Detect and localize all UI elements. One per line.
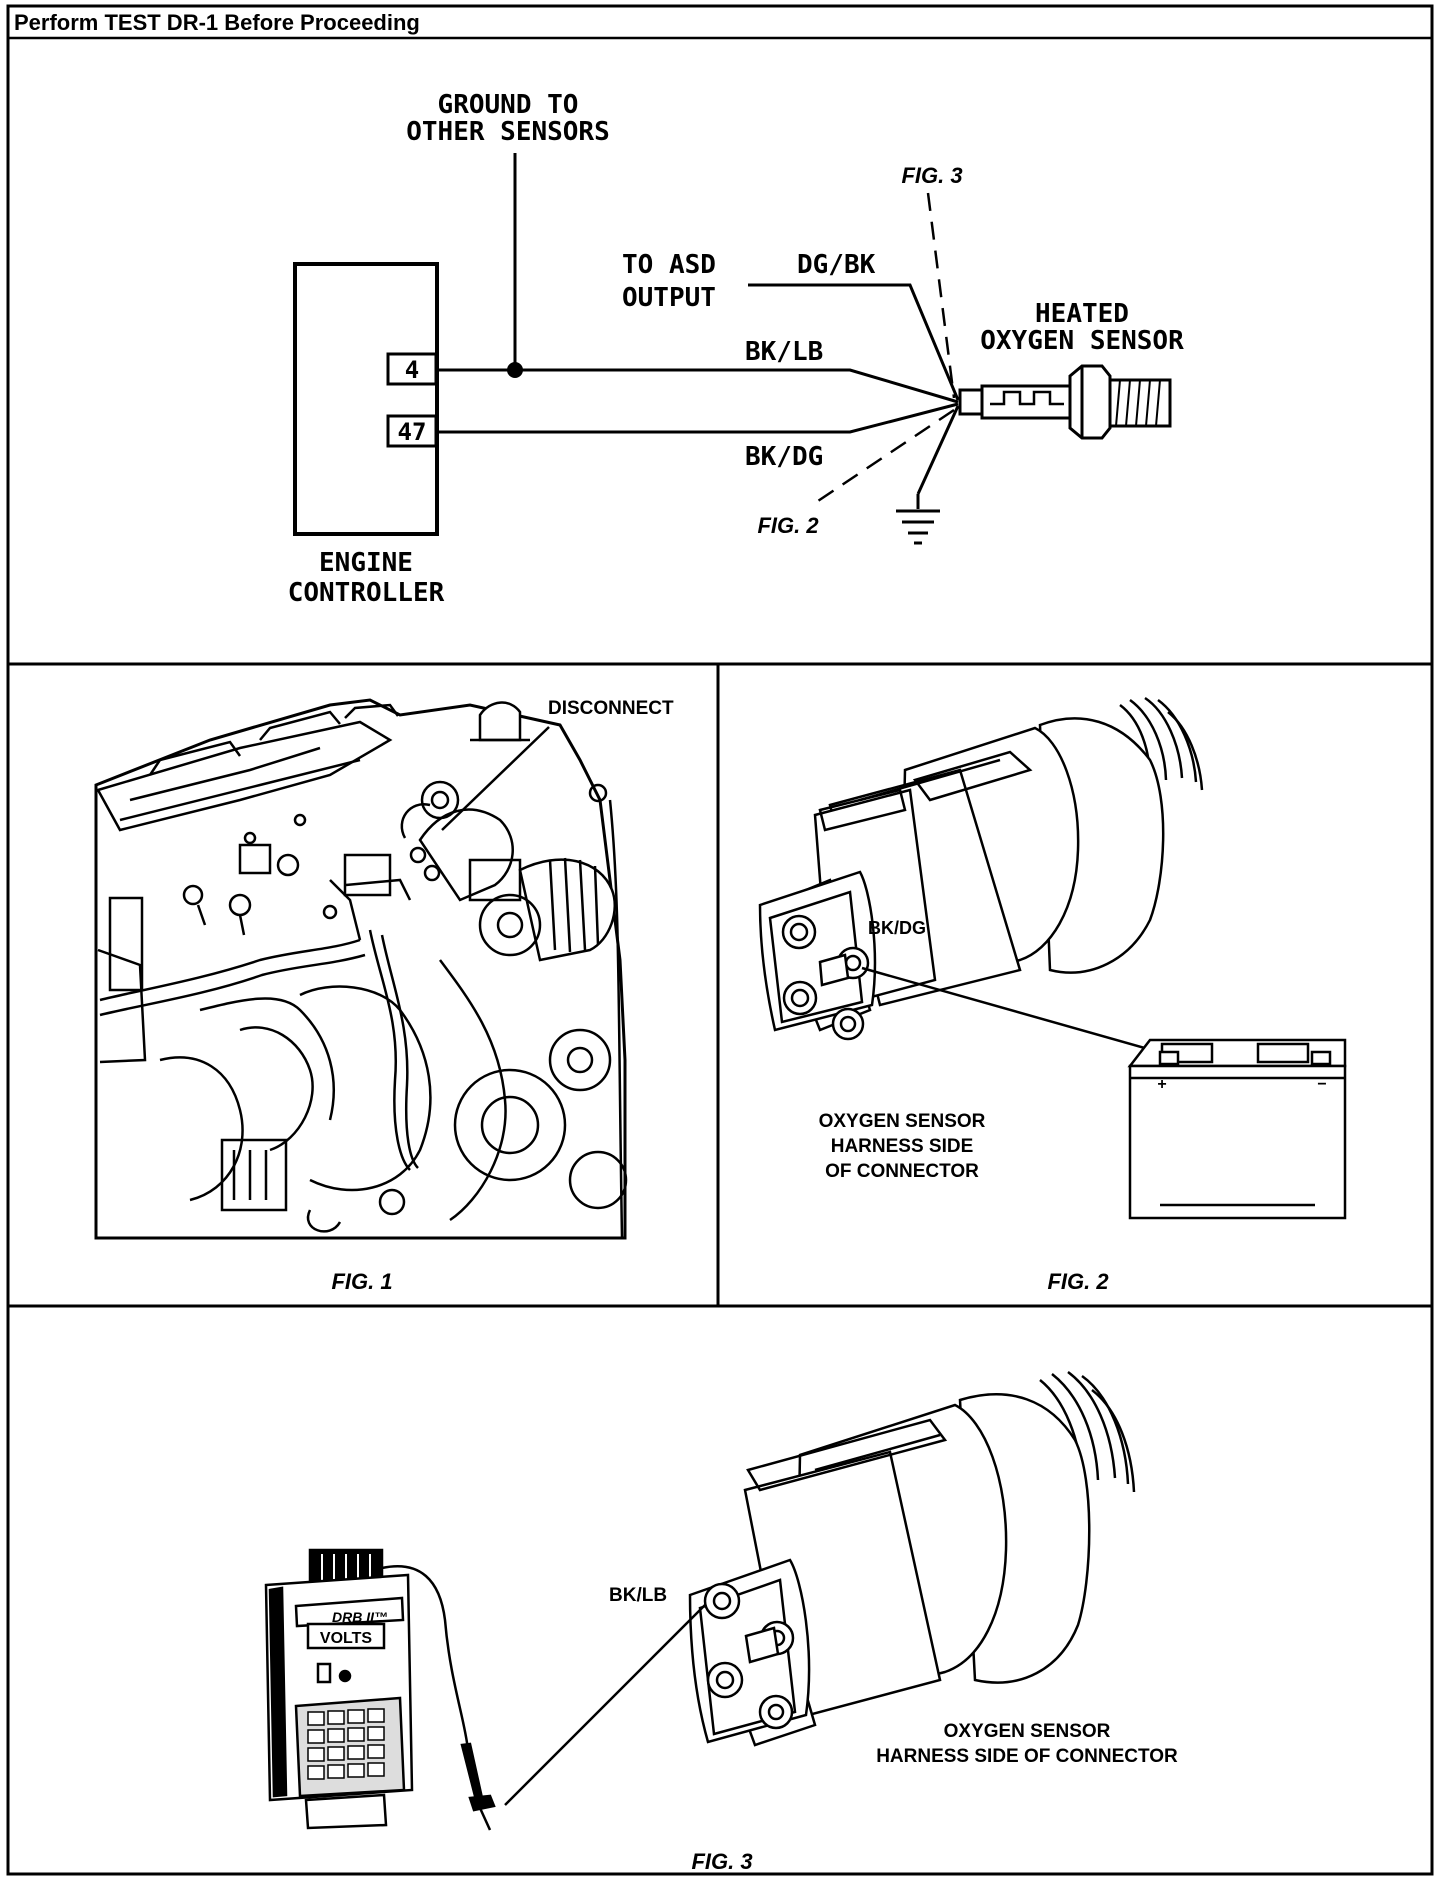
ground-label-line1: GROUND TO: [438, 90, 579, 120]
pin-47-label: 47: [398, 418, 427, 446]
fig2-wire-label: BK/DG: [868, 918, 926, 938]
fig3-caption: FIG. 3: [691, 1849, 752, 1874]
ground-wire: [916, 405, 960, 495]
fig2-battery: [1127, 1038, 1347, 1220]
wire-dgbk-label: DG/BK: [797, 250, 876, 280]
wire-bklb-label: BK/LB: [745, 337, 823, 367]
engine-controller-box: [293, 262, 439, 536]
battery-negative-label: −: [1317, 1076, 1326, 1093]
fig2-probe-lead: [861, 966, 1167, 1056]
controller-label-line2: CONTROLLER: [288, 578, 445, 608]
fig3-reference: FIG. 3: [901, 163, 962, 188]
fig1-engine-illustration: [94, 698, 628, 1240]
wires: [436, 153, 960, 509]
sensor-label-line1: HEATED: [1035, 299, 1129, 329]
wire-dgbk-line: [748, 283, 960, 401]
fig3-probe-lead: [504, 1604, 706, 1806]
oxygen-sensor-symbol: [958, 364, 1172, 440]
fig2-caption: FIG. 2: [1047, 1269, 1109, 1294]
fig2-connector-label-line2: HARNESS SIDE: [831, 1136, 974, 1157]
battery-positive-label: +: [1157, 1076, 1166, 1093]
drb2-probe-cable: [381, 1565, 496, 1831]
fig3-connector-label-line2: HARNESS SIDE OF CONNECTOR: [876, 1746, 1178, 1767]
header-title: Perform TEST DR-1 Before Proceeding: [14, 10, 420, 35]
fig2-connector-label-line3: OF CONNECTOR: [825, 1161, 979, 1182]
fig3-connector: [688, 1370, 1136, 1747]
ground-splice-dot: [507, 362, 523, 378]
asd-label-line1: TO ASD: [622, 250, 716, 280]
fig1-callout-leader: [441, 726, 550, 831]
sensor-label-line2: OXYGEN SENSOR: [980, 326, 1184, 356]
fig2-connector: [758, 696, 1204, 1041]
ground-label-line2: OTHER SENSORS: [406, 117, 610, 147]
ground-symbol: [896, 509, 940, 545]
drb2-keypad: [307, 1708, 385, 1780]
fig3-wire-label: BK/LB: [609, 1585, 667, 1606]
drb2-meter: [264, 1548, 414, 1830]
fig-reference-dashes: [811, 192, 956, 507]
pin-47-box: [386, 414, 438, 448]
fig1-caption: FIG. 1: [331, 1269, 392, 1294]
wire-bkdg-label: BK/DG: [745, 442, 823, 472]
schematic: GROUND TO OTHER SENSORS 4 47 ENGINE CONT…: [288, 90, 1184, 608]
panel-frames: [6, 4, 1434, 1876]
wire-bklb-line: [436, 368, 959, 404]
pin-4-label: 4: [405, 356, 419, 384]
fig2-reference: FIG. 2: [757, 513, 819, 538]
fig2-connector-label-line1: OXYGEN SENSOR: [819, 1111, 986, 1132]
fig1-callout: DISCONNECT: [548, 698, 674, 719]
drb2-brand: DRB II™: [332, 1609, 388, 1625]
wire-bkdg-line: [436, 402, 959, 434]
controller-label-line1: ENGINE: [319, 548, 413, 578]
fig3-connector-label-line1: OXYGEN SENSOR: [944, 1721, 1111, 1742]
drb2-display: VOLTS: [320, 1630, 372, 1647]
asd-label-line2: OUTPUT: [622, 283, 716, 313]
